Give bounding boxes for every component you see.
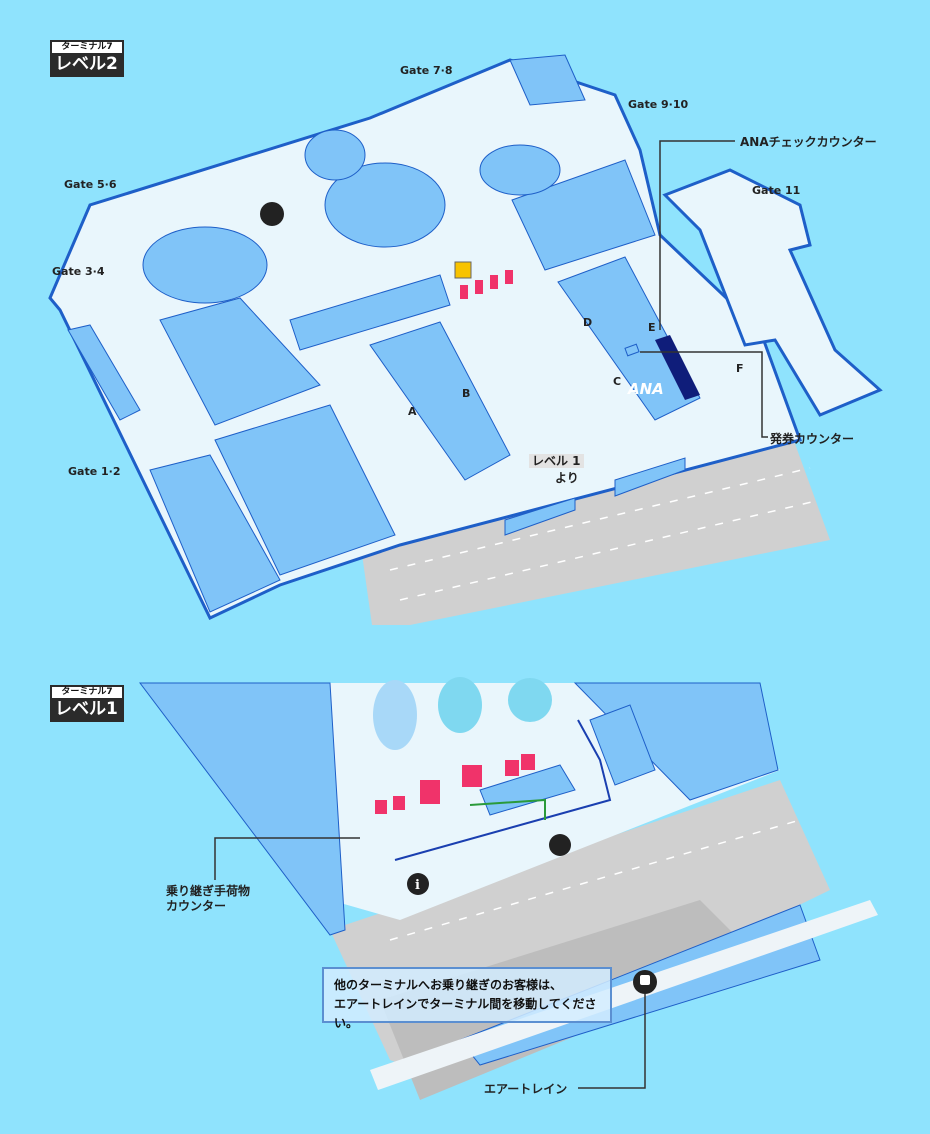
transfer-notice: 他のターミナルへお乗り継ぎのお客様は、 エアートレインでターミナル間を移動してく… xyxy=(322,967,612,1030)
building-top xyxy=(509,54,586,106)
level2-map xyxy=(48,54,883,625)
l1-counters xyxy=(375,754,535,814)
zone-f-label: F xyxy=(736,362,744,375)
info-icon xyxy=(407,873,429,895)
check-in-counters xyxy=(460,270,513,299)
ticket-counter-label: 発券カウンター xyxy=(770,432,855,446)
level2-badge-level: レベル2 xyxy=(55,54,118,74)
level1-badge: ターミナル7 レベル1 xyxy=(50,685,124,722)
zone-a-label: A xyxy=(408,405,417,418)
l1-building-right xyxy=(589,704,656,786)
gate-1-2-label: Gate 1·2 xyxy=(68,465,121,478)
level2-badge-terminal: ターミナル7 xyxy=(52,42,122,53)
l1-baggage-icon xyxy=(549,834,571,856)
gate-11-label: Gate 11 xyxy=(752,184,801,197)
zone-b-label: B xyxy=(462,387,471,400)
l1-building-west xyxy=(138,682,346,936)
road xyxy=(360,430,830,625)
gate-3-4-label: Gate 3·4 xyxy=(52,265,105,278)
airtrain-leader xyxy=(578,994,646,1089)
level1-map: i xyxy=(138,677,878,1100)
ana-logo: ANA xyxy=(628,380,664,398)
from-level1-label: レベル 1 より xyxy=(529,452,584,486)
l1-atrium-2 xyxy=(438,677,482,733)
building-d xyxy=(557,256,701,421)
building-west-mid xyxy=(159,297,321,426)
airtrain-track xyxy=(370,900,878,1090)
atrium-top xyxy=(304,129,366,181)
building-sw xyxy=(149,454,281,613)
l1-atrium-1 xyxy=(373,680,417,750)
building-west xyxy=(214,404,396,576)
baggage-counter-label: 乗り継ぎ手荷物 カウンター xyxy=(166,884,250,914)
gate11-pier xyxy=(662,168,883,417)
level1-badge-terminal: ターミナル7 xyxy=(52,687,122,698)
escalator-icon xyxy=(454,261,472,279)
atrium-right xyxy=(479,144,561,196)
notice-line1: 他のターミナルへお乗り継ぎのお客様は、 xyxy=(334,978,563,992)
from-level1-yori: より xyxy=(555,471,579,485)
from-level1-level: レベル 1 xyxy=(529,454,584,468)
atrium-center xyxy=(324,162,446,248)
curb-1 xyxy=(504,497,576,536)
notice-line2: エアートレインでターミナル間を移動してください。 xyxy=(334,997,597,1030)
curb-2 xyxy=(614,457,686,497)
l1-atrium-3 xyxy=(508,678,552,722)
building-west-edge xyxy=(67,324,141,421)
airtrain-label: エアートレイン xyxy=(484,1082,568,1096)
ticket-counter-leader xyxy=(640,351,768,438)
gate-5-6-label: Gate 5·6 xyxy=(64,178,117,191)
zone-d-label: D xyxy=(583,316,593,329)
baggage-icon xyxy=(260,202,284,226)
building-center xyxy=(289,274,451,351)
ana-checkin-leader xyxy=(659,140,735,330)
atrium-left xyxy=(142,226,268,304)
gate-9-10-label: Gate 9·10 xyxy=(628,98,689,111)
ana-checkin-counter-label: ANAチェックカウンター xyxy=(740,135,877,149)
level1-badge-level: レベル1 xyxy=(55,699,118,719)
gate-7-8-label: Gate 7·8 xyxy=(400,64,453,77)
baggage-counter-line2: カウンター xyxy=(166,899,227,913)
baggage-counter-line1: 乗り継ぎ手荷物 xyxy=(166,884,251,898)
zone-e-label: E xyxy=(648,321,656,334)
svg-text:i: i xyxy=(415,878,420,893)
baggage-leader xyxy=(214,837,360,880)
building-a xyxy=(369,321,511,481)
transfer-route xyxy=(394,719,612,861)
level2-badge: ターミナル7 レベル2 xyxy=(50,40,124,77)
ticket-counter-marker xyxy=(624,343,640,357)
green-route xyxy=(469,798,546,820)
zone-c-label: C xyxy=(613,375,622,388)
